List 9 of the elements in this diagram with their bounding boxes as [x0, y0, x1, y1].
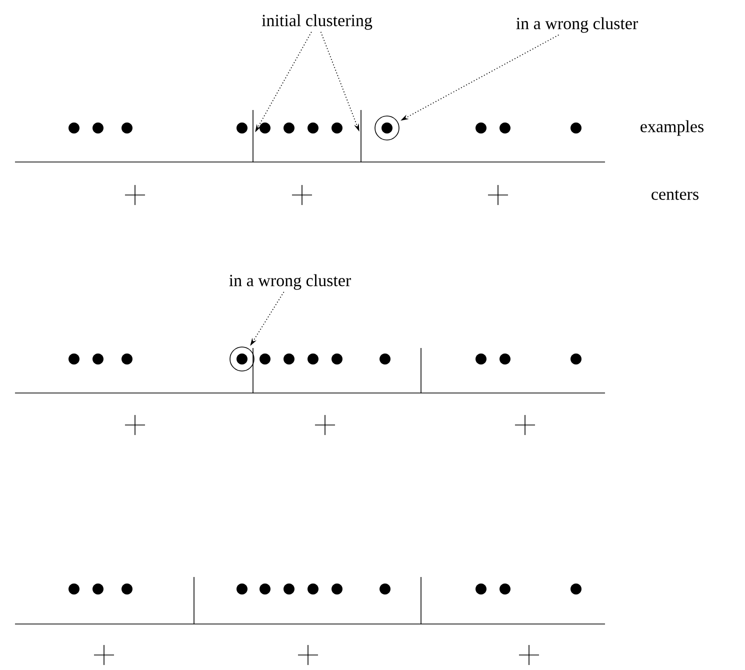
circled-point	[374, 116, 400, 140]
circled-point	[230, 346, 254, 372]
row-label: centers	[652, 190, 698, 200]
callout-text: in a wrong cluster	[229, 274, 351, 290]
divider-line	[360, 110, 362, 162]
row-label: examples	[640, 120, 704, 136]
callout-text: in a wrong cluster	[516, 17, 638, 33]
callout-text: initial clustering	[262, 14, 372, 30]
divider-line	[252, 110, 254, 162]
